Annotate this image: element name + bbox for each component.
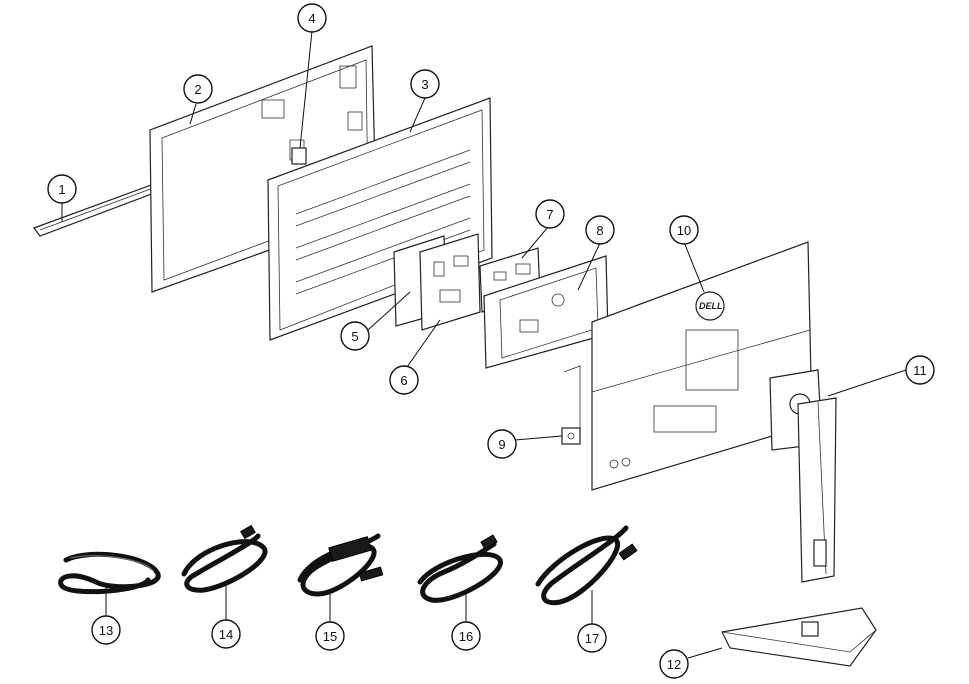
callout-1-label: 1	[58, 182, 65, 197]
callout-15-label: 15	[323, 629, 337, 644]
part-12-stand-base	[721, 607, 877, 667]
part-17-usb-c-cable	[535, 525, 638, 606]
part-16-video-cable	[417, 534, 503, 603]
callout-6-label: 6	[400, 373, 407, 388]
callout-9-label: 9	[498, 437, 505, 452]
callout-10-label: 10	[677, 223, 691, 238]
part-11-stand-riser	[769, 369, 837, 583]
callout-1: 1	[47, 174, 77, 204]
callout-6: 6	[389, 365, 419, 395]
callout-15: 15	[315, 621, 345, 651]
callout-12: 12	[659, 649, 689, 679]
callout-2-label: 2	[194, 82, 201, 97]
callout-8-label: 8	[596, 223, 603, 238]
callout-17: 17	[577, 623, 607, 653]
part-15-usb-cable	[297, 533, 384, 597]
callout-3-label: 3	[421, 77, 428, 92]
callout-13: 13	[91, 615, 121, 645]
part-4-connector-board	[291, 147, 307, 165]
callout-5-label: 5	[351, 329, 358, 344]
callout-4: 4	[297, 3, 327, 33]
callout-7-label: 7	[546, 207, 553, 222]
callout-12-label: 12	[667, 657, 681, 672]
callout-7: 7	[535, 199, 565, 229]
callout-2: 2	[183, 74, 213, 104]
callout-16: 16	[451, 621, 481, 651]
callout-10: 10	[669, 215, 699, 245]
part-3-panel	[267, 97, 493, 341]
callout-16-label: 16	[459, 629, 473, 644]
callout-8: 8	[585, 215, 615, 245]
leader-lines	[61, 30, 907, 659]
callout-14-label: 14	[219, 627, 233, 642]
callout-4-label: 4	[308, 11, 315, 26]
dell-logo-text: DELL	[699, 301, 723, 311]
callout-17-label: 17	[585, 631, 599, 646]
part-9-button-board	[561, 365, 581, 445]
callout-14: 14	[211, 619, 241, 649]
callout-5: 5	[340, 321, 370, 351]
part-6-power-board	[419, 233, 481, 331]
callout-13-label: 13	[99, 623, 113, 638]
callout-9: 9	[487, 429, 517, 459]
part-10-rear-cover: DELL	[591, 241, 813, 491]
callout-11: 11	[905, 355, 935, 385]
callout-3: 3	[410, 69, 440, 99]
part-13-power-cable	[58, 551, 161, 595]
part-14-video-cable	[181, 524, 268, 593]
callout-11-label: 11	[913, 363, 927, 378]
